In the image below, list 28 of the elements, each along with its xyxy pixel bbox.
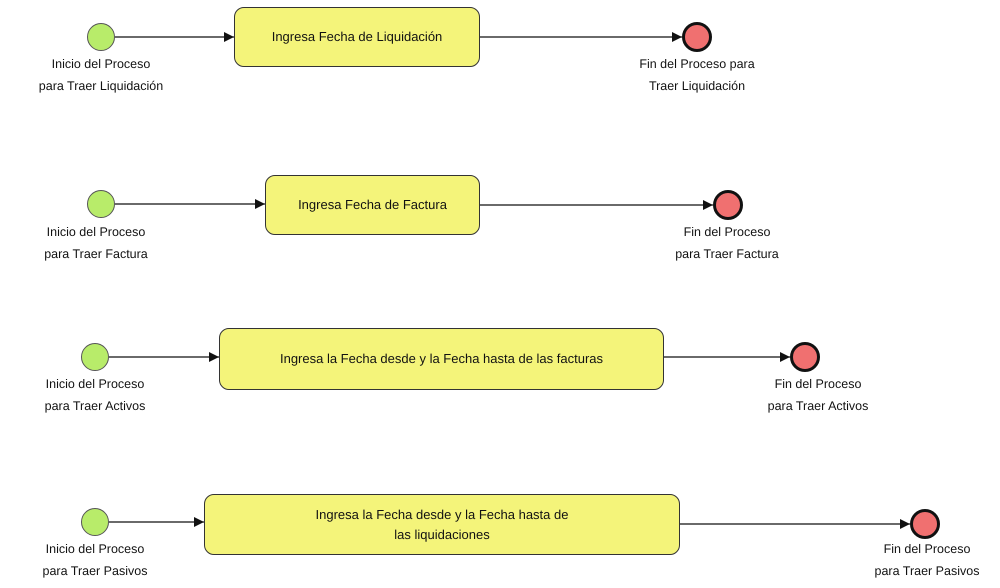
event-label: Inicio del Proceso para Traer Activos: [44, 376, 146, 415]
end-event-circle: [910, 509, 940, 539]
end-event-circle: [713, 190, 743, 220]
end-event-circle: [682, 22, 712, 52]
event-label: Fin del Proceso para Traer Liquidación: [638, 56, 756, 95]
arrow: [480, 200, 713, 210]
event-label: Inicio del Proceso para Traer Liquidación: [38, 56, 164, 95]
arrow: [664, 352, 790, 362]
arrow: [115, 199, 265, 209]
task-box: Ingresa la Fecha desde y la Fecha hasta de las liquidaciones: [204, 494, 680, 555]
event-label: Inicio del Proceso para Traer Pasivos: [42, 541, 148, 580]
arrow: [680, 519, 910, 529]
event-label: Fin del Proceso para Traer Pasivos: [874, 541, 980, 580]
task-box: Ingresa Fecha de Liquidación: [234, 7, 480, 67]
start-event-circle: [87, 190, 115, 218]
end-event-circle: [790, 342, 820, 372]
arrow: [115, 32, 234, 42]
arrow: [109, 352, 219, 362]
start-event-circle: [81, 508, 109, 536]
event-label: Fin del Proceso para Traer Factura: [674, 224, 780, 263]
start-event-circle: [87, 23, 115, 51]
arrow: [109, 517, 204, 527]
event-label: Fin del Proceso para Traer Activos: [766, 376, 870, 415]
event-label: Inicio del Proceso para Traer Factura: [43, 224, 149, 263]
arrow: [480, 32, 682, 42]
task-box: Ingresa la Fecha desde y la Fecha hasta de las facturas: [219, 328, 664, 390]
start-event-circle: [81, 343, 109, 371]
task-box: Ingresa Fecha de Factura: [265, 175, 480, 235]
